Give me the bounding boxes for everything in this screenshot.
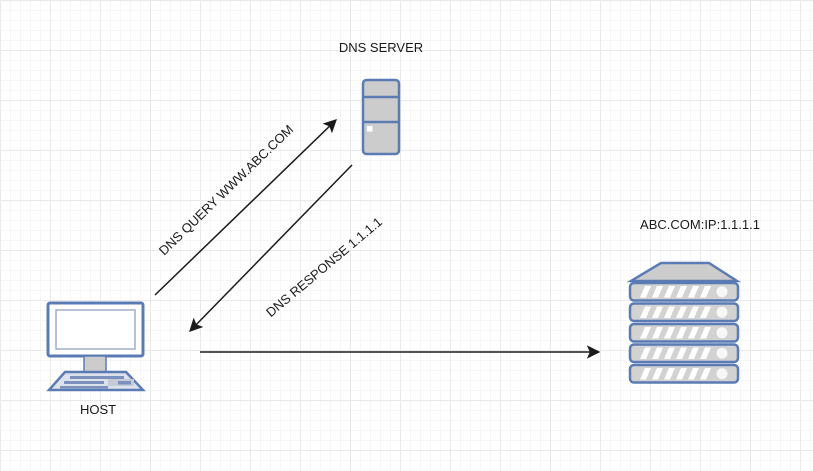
- tower-server-icon[interactable]: [361, 78, 401, 156]
- web-server-label: ABC.COM:IP:1.1.1.1: [640, 217, 760, 232]
- server-rack-icon[interactable]: [626, 261, 742, 384]
- host-label: HOST: [79, 402, 117, 417]
- dns-response-arrow[interactable]: [189, 164, 353, 332]
- dns-server-label: DNS SERVER: [338, 40, 424, 55]
- dns-query-arrow[interactable]: [154, 119, 337, 296]
- desktop-computer-icon[interactable]: [46, 301, 146, 392]
